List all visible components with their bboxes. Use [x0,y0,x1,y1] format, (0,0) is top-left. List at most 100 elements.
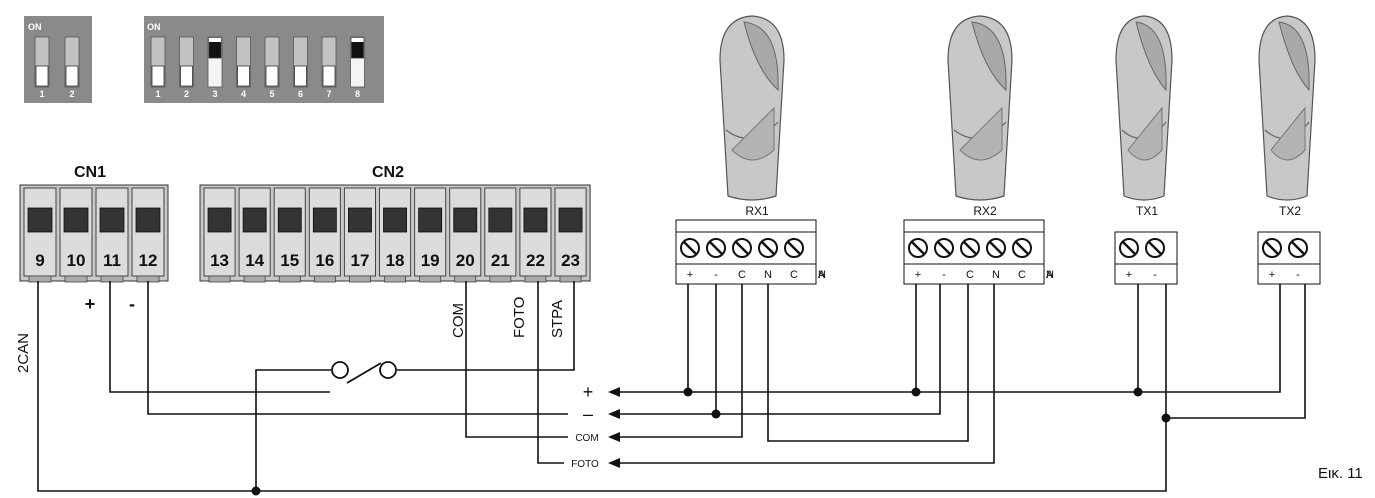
dip8-switch-1: 1 [150,36,166,99]
cn1-title: CN1 [74,164,106,181]
terminal-number: 17 [350,251,369,270]
terminal-number: 14 [245,251,264,270]
dip-on-label: ON [147,22,161,32]
rx1-pin-label: + [687,269,693,281]
rx2-pin-label: N [1046,269,1054,281]
tx1-pin-label: + [1126,269,1132,281]
dip8-switch-8: 8 [350,36,365,99]
terminal-20: 20 [449,187,482,283]
dip8-switch-3: 3 [207,36,223,99]
terminal-23: 23 [554,187,587,283]
dip8-switch-7: 7 [321,36,337,99]
dip8-switch-number: 4 [241,89,246,99]
terminal-number: 20 [456,251,475,270]
terminal-17: 17 [343,187,376,283]
terminal-14: 14 [238,187,271,283]
rx2-pin-label: C [966,269,974,281]
rx1-label: RX1 [745,204,769,218]
tx1-label: TX1 [1136,204,1158,218]
dip8-switch-number: 2 [184,89,189,99]
cn1-terminal-block: 9 10 11 12 [19,184,169,283]
bus-label-foto: FOTO [571,459,599,470]
wire-2can [37,281,1167,492]
terminal-number: 12 [139,251,158,270]
dip-on-label: ON [28,22,42,32]
terminal-11-label: + [85,294,96,314]
wire-com-left [465,281,568,438]
wire-foto-left [537,281,568,464]
dip2-switch-number: 2 [69,89,74,99]
dip8-switch-5: 5 [264,36,280,99]
rx2-pin-label: - [942,269,946,281]
terminal-12-label: - [129,294,135,314]
junction-dots [251,387,1171,496]
rx1-pin-label: N [764,269,772,281]
tx2-pin-label: - [1296,269,1300,281]
tx2-label: TX2 [1279,204,1301,218]
rx1-pin-label: N [818,269,826,281]
wire-foto-bus [612,284,995,464]
terminal-number: 10 [67,251,86,270]
terminal-number: 19 [421,251,440,270]
rx2-pin-label: A [1046,269,1054,281]
terminal-23-label: STPA [549,300,566,338]
terminal-15: 15 [273,187,306,283]
switch-lever [346,362,382,384]
rx1-pin-label: C [790,269,798,281]
wire-minus-bus [612,284,941,415]
terminal-16: 16 [308,187,341,283]
wire-plus-bus [612,284,1281,393]
rx1-pin-label: C [738,269,746,281]
tx1-sensor-housing [1115,15,1173,201]
dip8-switch-number: 3 [212,89,217,99]
dip8-switch-6: 6 [293,36,308,99]
wire-minus-tx [1165,284,1306,419]
dip8-switch-number: 6 [298,89,303,99]
terminal-11: 11 [95,187,129,283]
terminal-number: 18 [386,251,405,270]
terminal-number: 13 [210,251,229,270]
tx2-pin-label: + [1269,269,1275,281]
rx2-label: RX2 [973,204,997,218]
rx2-sensor-housing [947,15,1013,201]
terminal-22: 22 [519,187,552,283]
rx2-pin-label: + [915,269,921,281]
wire-rx1-rx2 [767,284,969,442]
terminal-number: 23 [561,251,580,270]
dip2-switch-2: 2 [64,36,80,99]
terminal-number: 21 [491,251,510,270]
terminal-number: 16 [315,251,334,270]
cn2-title: CN2 [372,164,404,181]
dip8-switch-number: 1 [155,89,160,99]
rx2-pin-label: N [992,269,1000,281]
dip-switch-8: ON 1 2 3 4 5 6 7 8 [144,16,384,103]
dip2-switch-number: 1 [39,89,44,99]
terminal-number: 9 [35,251,44,270]
terminal-number: 11 [103,251,121,270]
rx2-pin-label: C [1018,269,1026,281]
bus-label-plus: + [583,382,594,402]
arrow-heads [608,387,620,468]
dip8-switch-number: 7 [326,89,331,99]
terminal-9: 9 [23,187,57,283]
bus-label-minus: – [583,404,593,424]
terminal-18: 18 [379,187,412,283]
tx2-sensor-housing [1258,15,1316,201]
wires [37,281,1306,492]
dip8-switch-4: 4 [236,36,251,99]
terminal-13: 13 [203,187,236,283]
wire-plus-drops [687,284,1139,392]
wire-plus-left [109,281,330,393]
wire-stpa-return [255,369,331,491]
dip8-switch-number: 8 [355,89,360,99]
terminal-20-label: COM [450,303,467,338]
bus-label-com: COM [575,433,598,444]
terminal-number: 15 [280,251,299,270]
terminal-12: 12 [131,187,165,283]
dip8-switch-2: 2 [179,36,194,99]
sensor-housings [719,15,1316,201]
dip8-switch-number: 5 [269,89,274,99]
